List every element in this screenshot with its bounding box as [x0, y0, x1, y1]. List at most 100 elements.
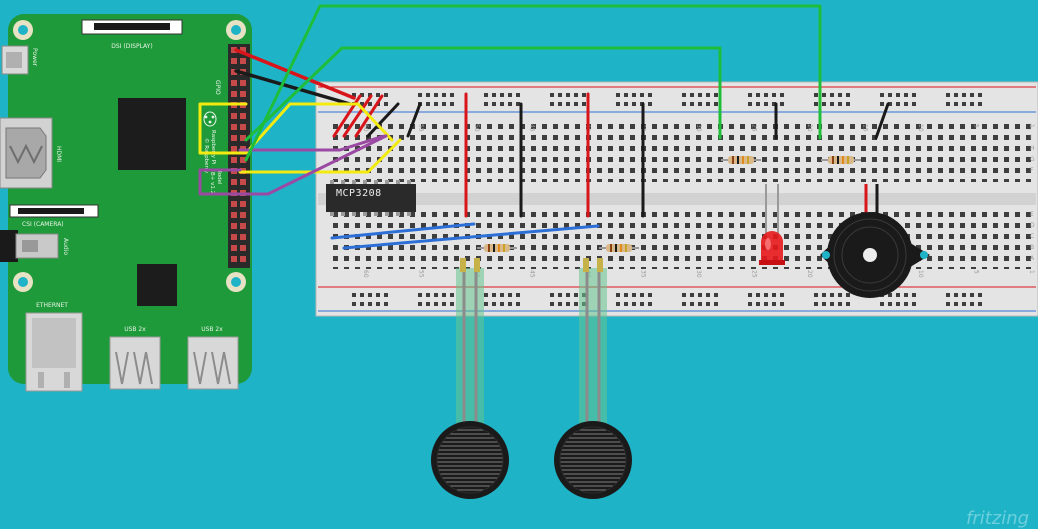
- wires: [198, 4, 890, 250]
- wire-purple: [238, 134, 386, 152]
- column-number: 30: [695, 124, 702, 132]
- gpio-pin: [231, 256, 237, 262]
- gpio-pin: [240, 47, 246, 53]
- fsr-pin: [460, 258, 466, 272]
- gpio-pin: [231, 157, 237, 163]
- hdmi-connector: HDMI: [0, 117, 62, 189]
- chip-pin: [385, 180, 389, 184]
- fsr-pin: [583, 258, 589, 272]
- column-number: 20: [806, 270, 813, 278]
- gpio-pin: [231, 234, 237, 240]
- column-number: 25: [751, 270, 758, 278]
- resistor: [721, 156, 761, 164]
- wire-blue: [330, 222, 476, 240]
- chip-pin: [352, 180, 356, 184]
- terminal-holes-upper: [332, 124, 1036, 182]
- row-letter: F: [1030, 167, 1034, 174]
- gpio-pin: [240, 201, 246, 207]
- chip-pin: [341, 180, 345, 184]
- raspberry-logo-icon: [203, 111, 217, 127]
- wire-black: [234, 69, 352, 106]
- gpio-pin: [231, 91, 237, 97]
- column-number: 60: [362, 270, 369, 278]
- chip-pin: [374, 212, 378, 216]
- power-label: Power: [31, 48, 38, 67]
- resistor: [821, 156, 861, 164]
- gpio-pin: [231, 80, 237, 86]
- hdmi-label: HDMI: [55, 146, 62, 162]
- column-number: 55: [418, 124, 425, 132]
- gpio-pin: [231, 58, 237, 64]
- gpio-pin: [231, 212, 237, 218]
- raspberry-pi-board: DSI (DISPLAY) Power HDMI CSI (CAMERA): [0, 14, 252, 392]
- row-letter: E: [1030, 211, 1034, 218]
- row-letter: J: [1029, 123, 1032, 130]
- usb-controller-chip: [137, 264, 177, 306]
- gpio-pin: [231, 179, 237, 185]
- column-number: 1: [1028, 270, 1035, 274]
- model-text-3: Model: [216, 168, 222, 185]
- bottom-power-rail: [318, 286, 1036, 312]
- column-number: 10: [917, 270, 924, 278]
- row-letter: A: [1030, 255, 1035, 262]
- usb-port-1: USB 2x: [109, 326, 161, 390]
- gpio-pin: [231, 47, 237, 53]
- wire-green: [244, 46, 722, 142]
- column-number: 45: [529, 124, 536, 132]
- chip-pin: [352, 212, 356, 216]
- gpio-pin: [240, 113, 246, 119]
- row-letter: D: [1030, 222, 1035, 229]
- gpio-pin: [231, 245, 237, 251]
- piezo-buzzer: [820, 184, 930, 298]
- usb2-label: USB 2x: [201, 326, 223, 333]
- column-number: 1: [1028, 124, 1035, 128]
- fsr-pin: [597, 258, 603, 272]
- column-number: 55: [418, 270, 425, 278]
- gpio-pin: [231, 124, 237, 130]
- model-text-2: © Raspberry: [203, 138, 210, 174]
- column-number: 30: [695, 270, 702, 278]
- chip-pin: [396, 212, 400, 216]
- chip-pin: [363, 180, 367, 184]
- gpio-pin: [231, 113, 237, 119]
- column-number: 25: [751, 124, 758, 132]
- wire-red: [234, 48, 356, 100]
- column-number: 35: [640, 270, 647, 278]
- resistors: [477, 156, 861, 252]
- model-text-1: Raspberry Pi: [210, 130, 216, 165]
- gpio-pin: [240, 179, 246, 185]
- gpio-pin: [231, 69, 237, 75]
- column-number: 5: [973, 270, 980, 274]
- gpio-label: GPIO: [214, 80, 221, 95]
- row-letter: H: [1030, 145, 1035, 152]
- column-number: 60: [362, 124, 369, 132]
- audio-jack: Audio: [0, 230, 69, 262]
- column-number: 45: [529, 270, 536, 278]
- gpio-pin: [240, 223, 246, 229]
- csi-label: CSI (CAMERA): [22, 221, 64, 228]
- gpio-pin: [240, 212, 246, 218]
- chip-pin: [385, 212, 389, 216]
- column-number: 20: [806, 124, 813, 132]
- dsi-connector: DSI (DISPLAY): [81, 19, 183, 50]
- chip-pin: [330, 180, 334, 184]
- gpio-pin: [231, 201, 237, 207]
- fsr-pin: [474, 258, 480, 272]
- gpio-pin: [231, 135, 237, 141]
- wire-yellow: [198, 102, 394, 155]
- audio-label: Audio: [62, 238, 69, 255]
- gpio-pin: [240, 135, 246, 141]
- chip-pin: [407, 180, 411, 184]
- wire-black: [366, 102, 400, 138]
- rail-holes-top: [352, 93, 982, 106]
- resistor: [477, 244, 517, 252]
- ethernet-label: ETHERNET: [36, 302, 68, 309]
- fritzing-watermark: fritzing: [966, 508, 1029, 529]
- usb1-label: USB 2x: [124, 326, 146, 333]
- red-led: [759, 184, 785, 265]
- wire-yellow: [238, 138, 402, 174]
- gpio-pin: [240, 80, 246, 86]
- dsi-label: DSI (DISPLAY): [111, 43, 152, 50]
